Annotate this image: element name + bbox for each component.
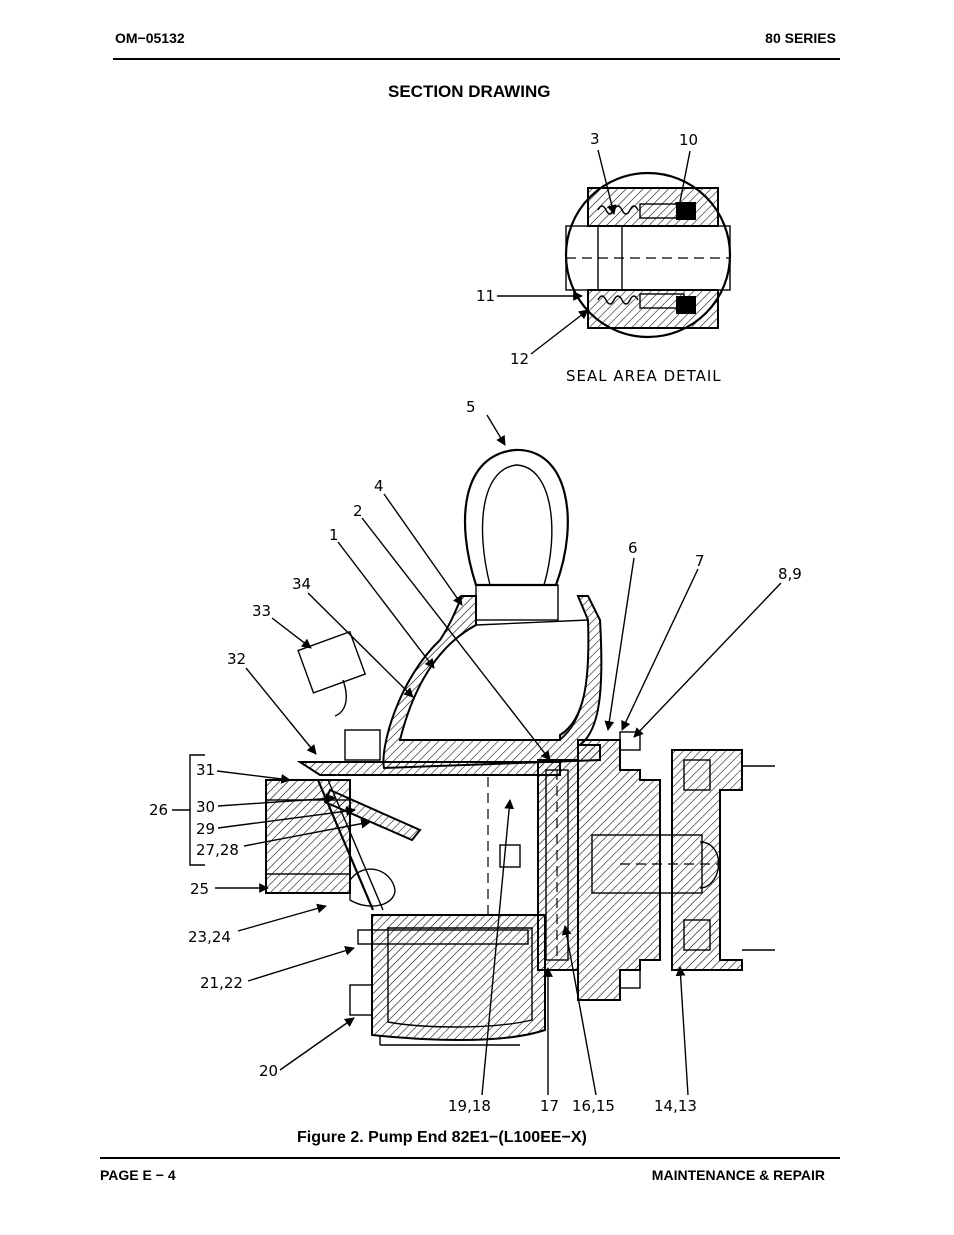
callout-6: 6 xyxy=(628,539,638,557)
callout-16-15: 16,15 xyxy=(572,1097,615,1115)
callout-7: 7 xyxy=(695,552,705,570)
callout-30: 30 xyxy=(196,798,215,816)
callout-12: 12 xyxy=(510,350,529,368)
figure-caption: Figure 2. Pump End 82E1−(L100EE−X) xyxy=(297,1129,587,1146)
callout-8-9: 8,9 xyxy=(778,565,802,583)
series-label: 80 SERIES xyxy=(765,30,836,46)
footer-rule xyxy=(100,1157,840,1159)
callout-21-22: 21,22 xyxy=(200,974,243,992)
seal-area-detail: 3 10 11 12 SEAL AREA DETAIL xyxy=(476,130,732,385)
pump-main-section xyxy=(172,448,775,1046)
callout-26: 26 xyxy=(149,801,168,819)
header-rule xyxy=(113,58,840,60)
callout-5: 5 xyxy=(466,398,476,416)
page-number: PAGE E − 4 xyxy=(100,1167,176,1183)
section-name: MAINTENANCE & REPAIR xyxy=(651,1167,825,1183)
callout-11: 11 xyxy=(476,287,495,305)
callout-4: 4 xyxy=(374,477,384,495)
callout-25: 25 xyxy=(190,880,209,898)
callout-14-13: 14,13 xyxy=(654,1097,697,1115)
callout-34: 34 xyxy=(292,575,311,593)
callout-3: 3 xyxy=(590,130,600,148)
callout-32: 32 xyxy=(227,650,246,668)
callout-27-28: 27,28 xyxy=(196,841,239,859)
callout-1: 1 xyxy=(329,526,339,544)
callout-31: 31 xyxy=(196,761,215,779)
callout-20: 20 xyxy=(259,1062,278,1080)
callout-17: 17 xyxy=(540,1097,559,1115)
callout-33: 33 xyxy=(252,602,271,620)
callout-23-24: 23,24 xyxy=(188,928,231,946)
callout-29: 29 xyxy=(196,820,215,838)
doc-number: OM−05132 xyxy=(115,30,185,46)
leader-lines xyxy=(215,414,782,1096)
callout-2: 2 xyxy=(353,502,363,520)
seal-detail-label: SEAL AREA DETAIL xyxy=(566,367,722,385)
callout-labels: 5 4 2 1 34 33 32 6 7 8,9 31 26 30 29 27,… xyxy=(149,398,802,1115)
callout-10: 10 xyxy=(679,131,698,149)
callout-19-18: 19,18 xyxy=(448,1097,491,1115)
section-title: SECTION DRAWING xyxy=(388,82,551,101)
